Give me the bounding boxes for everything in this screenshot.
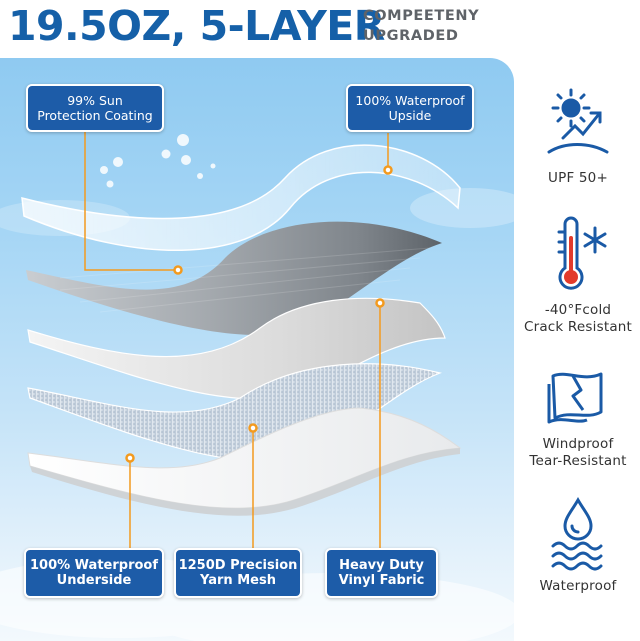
water-drop-waves-icon — [551, 497, 603, 571]
layer-clear-coating — [21, 144, 461, 251]
feature-cold-label-1: -40°Fcold — [544, 302, 612, 318]
label-waterproof-upside: 100% Waterproof Upside — [346, 84, 474, 132]
feature-windproof-label-2: Tear-Resistant — [529, 453, 627, 469]
page-subtitle: COMPEETENY UPGRADED — [363, 6, 479, 46]
feature-waterproof: Waterproof — [516, 496, 640, 595]
page-title: 19.5OZ, 5-LAYER — [8, 2, 385, 50]
feature-upf-label: UPF 50+ — [548, 170, 608, 186]
leader-lines — [84, 128, 389, 553]
label-yarn-mesh: 1250D Precision Yarn Mesh — [174, 548, 302, 598]
layer-illustration-panel: 99% Sun Protection Coating 100% Waterpro… — [0, 58, 514, 641]
layer-vinyl-fabric — [27, 297, 446, 400]
feature-cold-label-2: Crack Resistant — [523, 319, 633, 335]
label-vinyl-fabric: Heavy Duty Vinyl Fabric — [325, 548, 438, 598]
sun-uv-icon — [547, 88, 609, 154]
feature-upf: UPF 50+ — [516, 86, 640, 187]
feature-windproof-label-1: Windproof — [542, 436, 614, 452]
feature-waterproof-label: Waterproof — [539, 578, 617, 594]
feature-windproof: Windproof Tear-Resistant — [516, 366, 640, 470]
feature-cold-resistant: -40°Fcold Crack Resistant — [516, 216, 640, 336]
label-sun-protection: 99% Sun Protection Coating — [26, 84, 164, 132]
label-waterproof-underside: 100% Waterproof Underside — [24, 548, 164, 598]
leader-dots — [125, 165, 393, 463]
subtitle-line-1: COMPEETENY — [363, 8, 480, 24]
feature-list: UPF 50+ -40°Fcold Crack Resistant Windpr… — [516, 66, 640, 641]
subtitle-line-2: UPGRADED — [363, 28, 459, 44]
thermometer-snowflake-icon — [557, 216, 607, 290]
layer-silver-coating — [26, 221, 442, 335]
torn-fabric-icon — [547, 372, 603, 424]
header: 19.5OZ, 5-LAYER COMPEETENY UPGRADED — [0, 0, 640, 56]
bubbles-decoration — [100, 134, 216, 188]
layer-underside — [27, 407, 462, 509]
